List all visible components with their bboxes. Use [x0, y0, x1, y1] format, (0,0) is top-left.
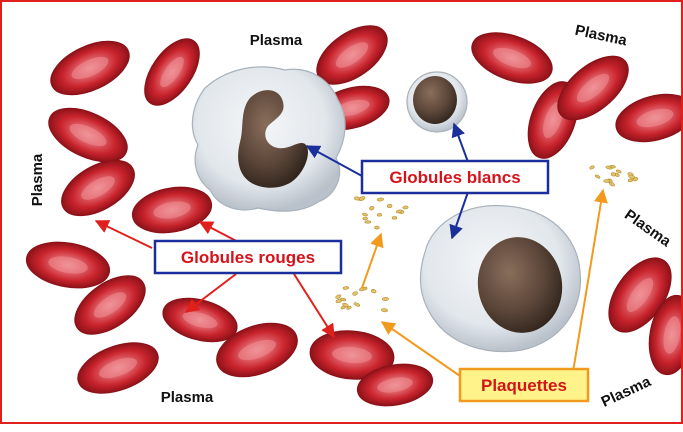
platelet-icon	[381, 308, 388, 313]
red-blood-cell-icon	[216, 322, 298, 378]
arrow-plaquettes-1	[361, 232, 384, 289]
platelet-icon	[374, 225, 380, 230]
red-blood-cell-icon	[309, 330, 395, 380]
white-blood-cells	[191, 66, 582, 353]
platelet-icon	[359, 287, 365, 292]
red-blood-cell-icon	[77, 342, 159, 394]
label-plaquettes: Plaquettes	[458, 367, 590, 403]
globules-blancs-text: Globules blancs	[389, 168, 520, 187]
platelet-icon	[362, 216, 368, 221]
platelet-icon	[382, 297, 389, 301]
platelet-icon	[353, 302, 361, 307]
red-blood-cell-icon	[50, 40, 130, 96]
arrow-blancs-2	[451, 122, 469, 163]
lymphocyte-icon	[406, 71, 468, 133]
platelet-icon	[342, 302, 349, 308]
red-blood-cell-icon	[25, 241, 111, 289]
monocyte-icon	[419, 204, 582, 353]
arrow-rouges-1	[94, 220, 153, 249]
plasma-label-bottom-right: Plasma	[599, 373, 654, 411]
platelet-icon	[346, 306, 352, 310]
platelet-icon	[632, 177, 639, 182]
platelet-icon	[609, 165, 616, 169]
neutrophil-icon	[191, 66, 346, 212]
platelet-icon	[396, 209, 402, 214]
platelet-icon	[340, 297, 347, 302]
platelet-icon	[354, 196, 361, 201]
red-blood-cell-icon	[131, 186, 213, 234]
plasma-label-bottom: Plasma	[161, 389, 214, 406]
platelet-icon	[627, 178, 633, 183]
platelet-icon	[362, 212, 368, 217]
plasma-label-top: Plasma	[250, 32, 303, 49]
plasma-label-top-right: Plasma	[573, 22, 629, 50]
red-blood-cell-icon	[61, 159, 135, 217]
platelet-icon	[610, 172, 616, 177]
arrow-plaquettes-3	[572, 188, 608, 373]
red-blood-cell-icon	[557, 55, 629, 121]
arrow-plaquettes-2	[380, 321, 461, 377]
platelet-icon	[364, 220, 372, 224]
globules-rouges-text: Globules rouges	[181, 248, 315, 267]
platelet-icon	[370, 289, 377, 294]
platelet-icon	[386, 203, 393, 209]
arrow-rouges-3	[184, 273, 237, 313]
platelet-icon	[391, 216, 398, 220]
platelet-icon	[376, 213, 383, 217]
red-blood-cell-icon	[48, 107, 128, 163]
platelet-icon	[594, 174, 601, 179]
platelet-icon	[342, 286, 350, 290]
platelet-icon	[589, 165, 595, 170]
plasma-label-left: Plasma	[29, 153, 46, 206]
arrow-blancs-3	[449, 191, 469, 240]
platelet-icon	[615, 169, 622, 174]
platelet-icon	[376, 197, 384, 202]
red-blood-cell-icon	[74, 275, 146, 335]
red-blood-cell-icon	[615, 93, 683, 143]
plaquettes-text: Plaquettes	[481, 376, 567, 395]
plasma-label-right: Plasma	[621, 206, 674, 250]
label-globules-rouges: Globules rouges	[153, 239, 343, 275]
red-blood-cell-icon	[144, 38, 200, 106]
label-globules-blancs: Globules blancs	[360, 159, 550, 195]
platelet-icon	[352, 291, 358, 296]
platelet-icon	[369, 206, 375, 211]
red-blood-cell-icon	[162, 297, 238, 343]
platelets	[335, 165, 639, 313]
red-blood-cell-icon	[648, 294, 683, 376]
arrow-rouges-4	[293, 273, 335, 339]
red-blood-cells	[25, 25, 683, 407]
platelet-icon	[402, 205, 409, 210]
arrow-blancs-1	[305, 145, 363, 177]
platelet-icon	[608, 181, 615, 187]
arrows	[94, 122, 608, 377]
red-blood-cell-icon	[356, 363, 434, 407]
red-blood-cell-icon	[471, 32, 553, 84]
platelet-icon	[335, 294, 342, 299]
platelet-icon	[603, 179, 611, 183]
